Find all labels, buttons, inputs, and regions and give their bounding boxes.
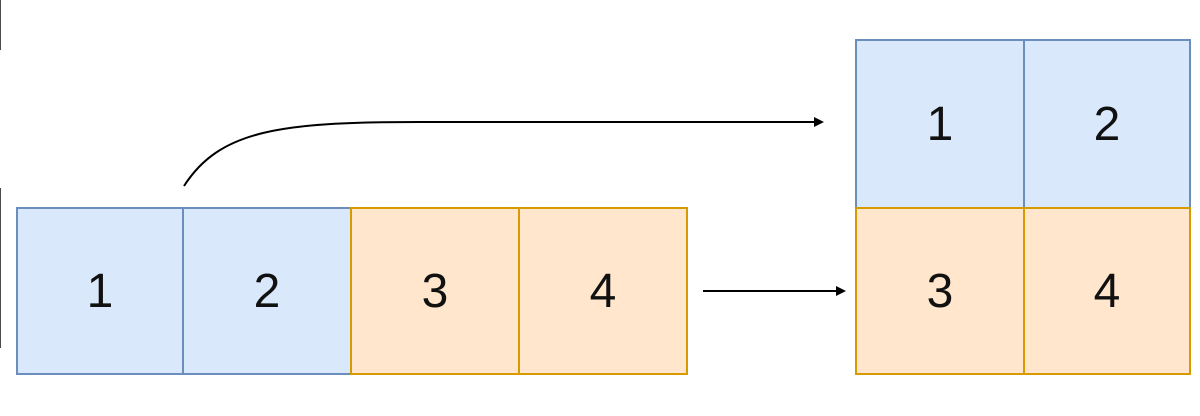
result-cell-3: 3 bbox=[855, 207, 1025, 375]
source-cell-label: 4 bbox=[589, 264, 617, 318]
result-cell-label: 2 bbox=[1093, 97, 1121, 151]
source-cell-3: 3 bbox=[350, 207, 520, 375]
source-cell-4: 4 bbox=[518, 207, 688, 375]
source-cell-1: 1 bbox=[16, 207, 184, 375]
result-cell-1: 1 bbox=[855, 39, 1025, 209]
result-cell-2: 2 bbox=[1023, 39, 1191, 209]
result-cell-4: 4 bbox=[1023, 207, 1191, 375]
result-cell-label: 1 bbox=[926, 97, 954, 151]
source-cell-label: 1 bbox=[86, 264, 114, 318]
result-cell-label: 4 bbox=[1093, 264, 1121, 318]
source-cell-2: 2 bbox=[182, 207, 352, 375]
left-edge-line-top bbox=[0, 0, 1, 50]
left-edge-line-bottom bbox=[0, 188, 1, 348]
source-cell-label: 2 bbox=[253, 264, 281, 318]
curved-arrow bbox=[183, 117, 824, 187]
result-cell-label: 3 bbox=[926, 264, 954, 318]
source-cell-label: 3 bbox=[421, 264, 449, 318]
